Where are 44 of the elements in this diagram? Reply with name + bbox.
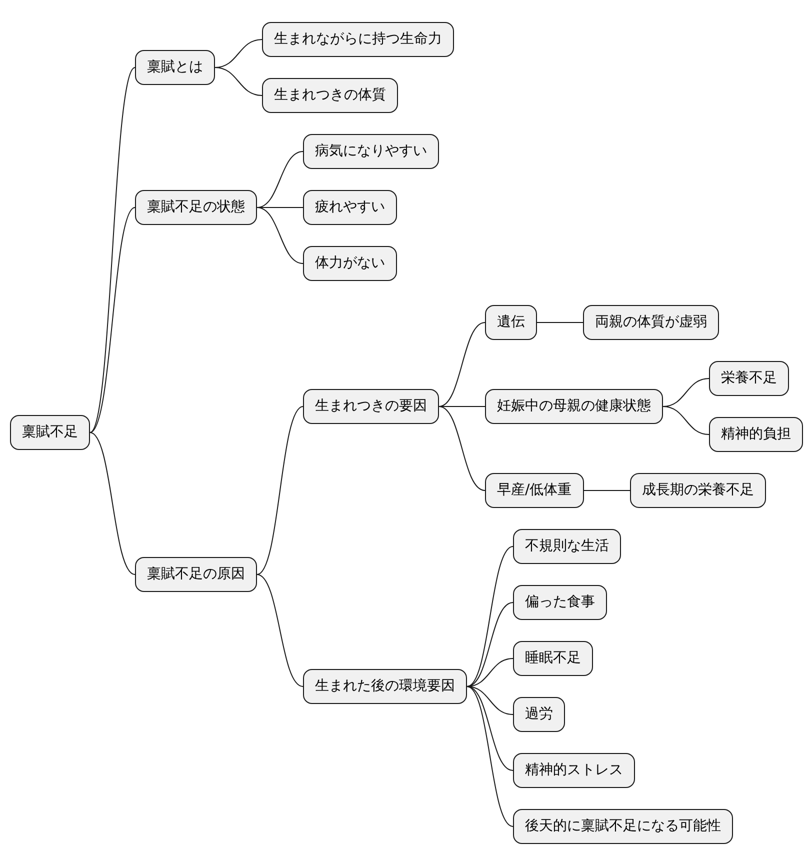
topic-box: 生まれた後の環境要因 [303,669,467,704]
topic-box: 不規則な生活 [513,529,621,564]
connector-line [256,406,304,575]
connector-line [466,686,514,771]
topic-box: 稟賦とは [135,50,215,85]
connector-line [466,602,514,687]
topic-box: 早産/低体重 [485,473,584,508]
topic-box: 体力がない [303,246,397,281]
topic-box: 両親の体質が虚弱 [583,305,719,340]
connector-line [438,406,486,491]
connector-line [466,686,514,827]
topic-box: 生まれつきの体質 [262,78,398,113]
topic-box: 精神的負担 [709,417,803,452]
topic-box: 妊娠中の母親の健康状態 [485,389,663,424]
topic-box: 偏った食事 [513,585,607,620]
connector-line [256,207,304,264]
connector-line [584,490,630,491]
topic-box: 栄養不足 [709,361,789,396]
topic-box: 生まれながらに持つ生命力 [262,22,454,57]
connector-line [536,322,584,323]
topic-box: 精神的ストレス [513,753,635,788]
topic-box: 病気になりやすい [303,134,439,169]
connector-line [256,151,304,208]
connector-line [438,406,486,407]
connector-line [662,406,710,435]
connector-line [214,67,262,96]
topic-box: 成長期の栄養不足 [630,473,766,508]
connector-line [438,322,486,407]
connector-line [256,207,304,208]
topic-box: 遺伝 [485,305,537,340]
topic-box: 稟賦不足 [10,415,90,450]
connector-line [466,686,514,715]
topic-box: 稟賦不足の原因 [135,557,257,592]
topic-box: 過労 [513,697,565,732]
connector-line [90,432,136,575]
topic-box: 生まれつきの要因 [303,389,439,424]
connector-line [256,574,304,687]
topic-box: 睡眠不足 [513,641,593,676]
topic-box: 稟賦不足の状態 [135,190,257,225]
topic-box: 疲れやすい [303,190,397,225]
topic-box: 後天的に稟賦不足になる可能性 [513,809,733,844]
connector-line [466,546,514,687]
connector-line [90,207,136,433]
connector-line [90,67,136,433]
